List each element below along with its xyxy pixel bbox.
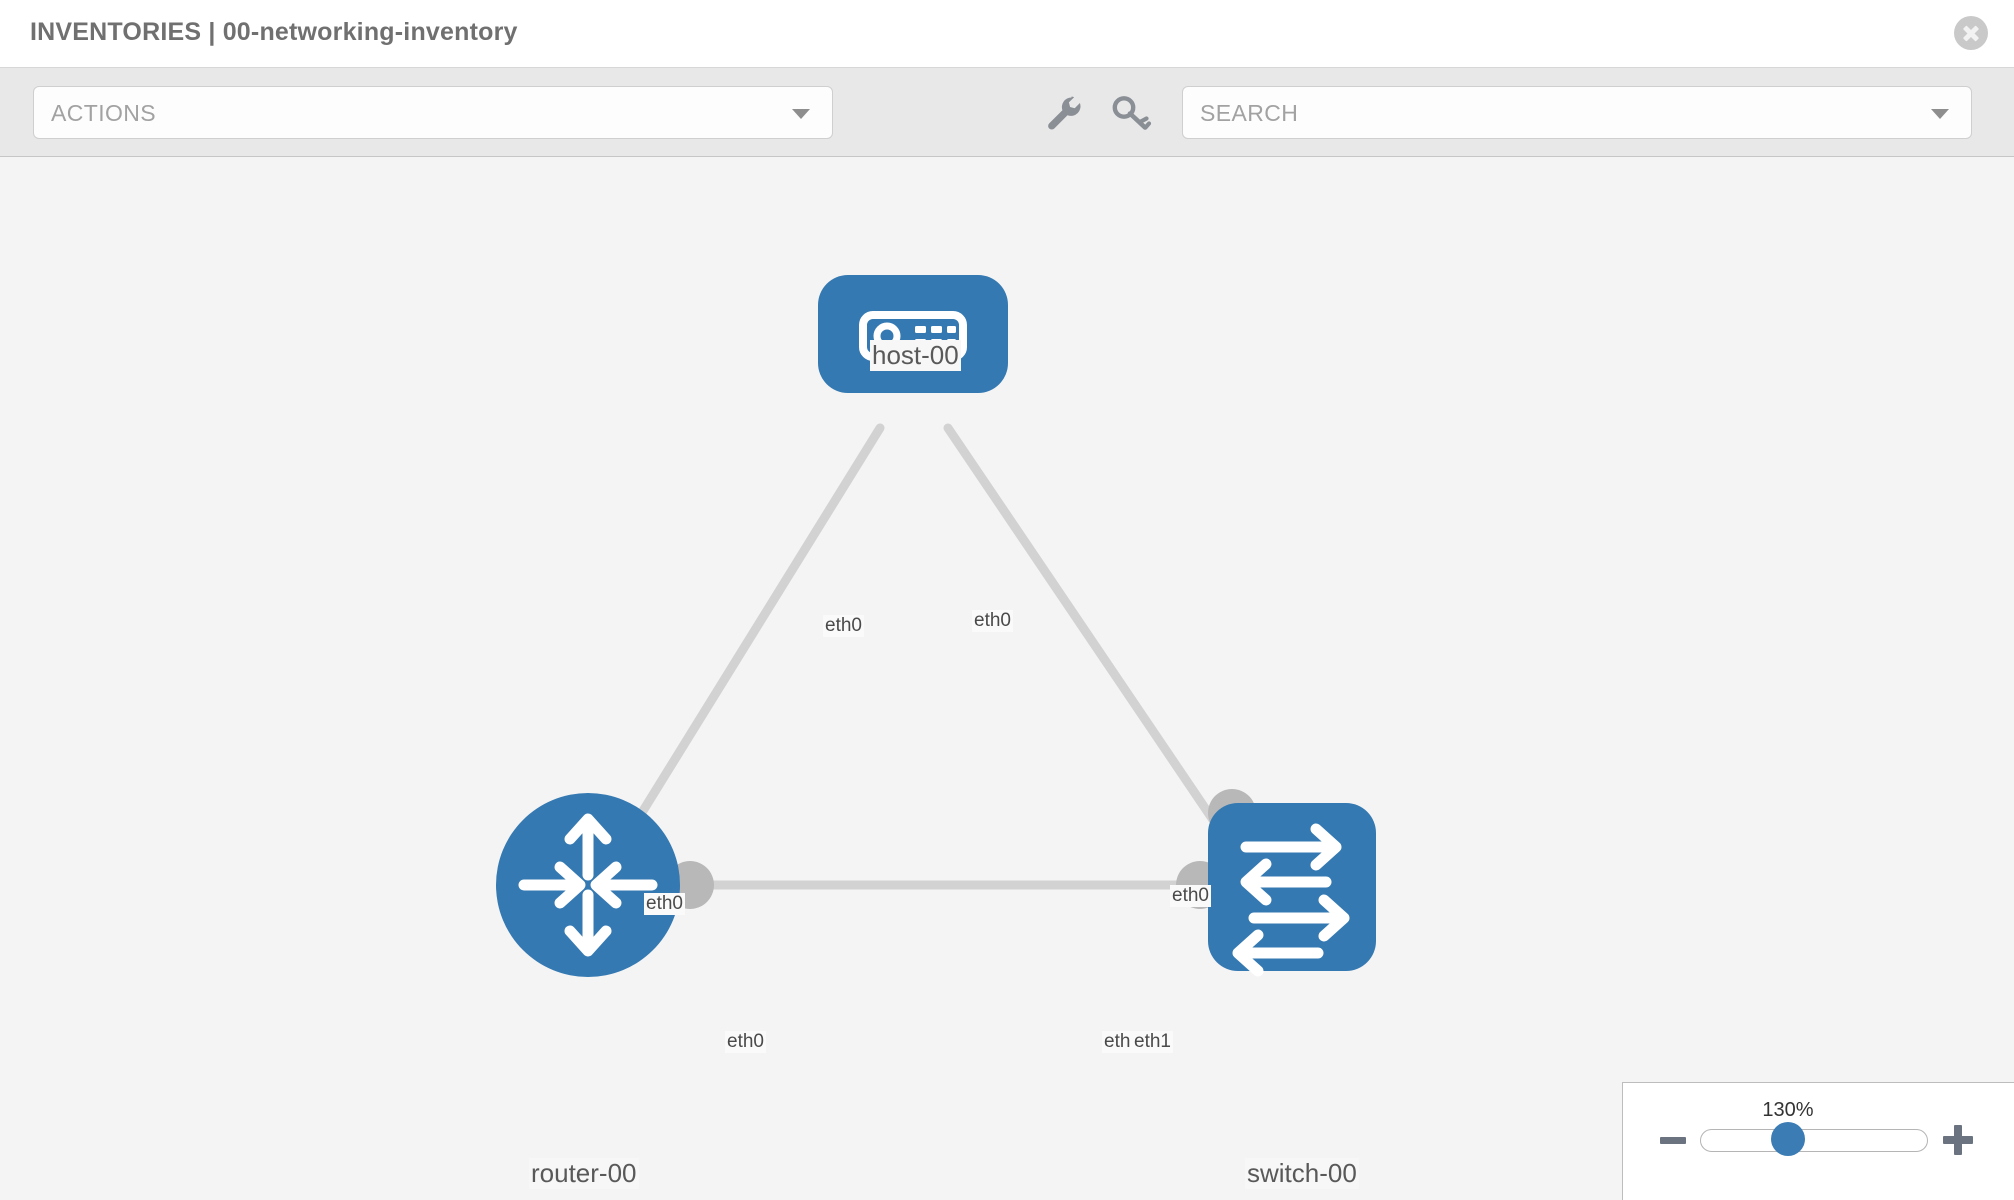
edge-label-host00-eth0: eth0 [823, 615, 864, 637]
toolbar: ACTIONS SEARCH [0, 68, 2014, 157]
plus-icon-stroke-v [1954, 1125, 1962, 1155]
search-input[interactable]: SEARCH [1182, 86, 1972, 139]
minus-icon[interactable] [1660, 1127, 1686, 1153]
zoom-slider[interactable] [1700, 1129, 1928, 1152]
zoom-slider-thumb[interactable] [1771, 1122, 1805, 1156]
node-label-switch-00: switch-00 [1245, 1158, 1359, 1189]
topology-graph [496, 275, 1376, 977]
close-icon[interactable] [1954, 16, 1988, 50]
page-header: INVENTORIES | 00-networking-inventory [0, 0, 2014, 68]
wrench-icon[interactable] [1039, 90, 1085, 136]
node-label-host-00: host-00 [870, 340, 961, 371]
topology-canvas[interactable]: host-00 router-00 switch-00 eth0 eth0 et… [0, 158, 2014, 1200]
node-host-00[interactable] [818, 275, 1008, 393]
minus-icon-stroke [1660, 1137, 1686, 1144]
zoom-control-panel: 130% [1622, 1082, 2014, 1200]
topology-edges [615, 423, 1237, 890]
node-switch-00[interactable] [1208, 803, 1376, 977]
edge-label-switch00-eth-overlap: eth [1102, 1031, 1133, 1053]
search-input-placeholder: SEARCH [1200, 100, 1299, 126]
actions-dropdown[interactable]: ACTIONS [33, 86, 833, 139]
edge-label-switch00-eth1: eth1 [1132, 1031, 1173, 1053]
edge-host00-switch00[interactable] [943, 423, 1237, 853]
edge-label-switch00-eth0-uplink: eth0 [1170, 885, 1211, 907]
page-title: INVENTORIES | 00-networking-inventory [30, 18, 518, 46]
edge-host00-router00[interactable] [615, 423, 885, 853]
key-icon[interactable] [1107, 90, 1153, 136]
topology-connectors [666, 330, 1256, 909]
chevron-down-icon [792, 108, 810, 119]
edge-label-router00-eth0-uplink: eth0 [644, 893, 685, 915]
edge-label-host00-eth0-right: eth0 [972, 610, 1013, 632]
actions-dropdown-label: ACTIONS [51, 100, 157, 126]
chevron-down-icon[interactable] [1931, 108, 1949, 119]
node-label-router-00: router-00 [529, 1158, 639, 1189]
router-arrows-icon [518, 813, 658, 957]
edge-label-router00-eth0: eth0 [725, 1031, 766, 1053]
plus-icon[interactable] [1943, 1125, 1973, 1155]
switch-arrows-icon [1232, 823, 1350, 977]
zoom-level-label: 130% [1762, 1099, 1814, 1121]
node-router-00[interactable] [496, 793, 680, 977]
